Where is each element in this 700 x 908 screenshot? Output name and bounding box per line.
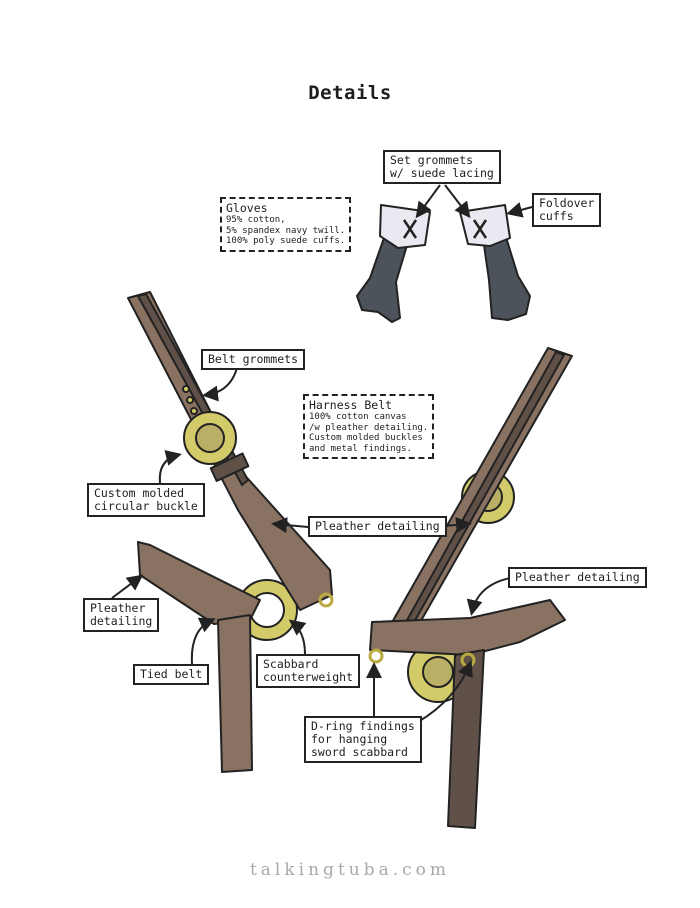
label-pleather-right: Pleather detailing [508,567,647,588]
leader-arrows [111,184,533,723]
note-line: /w pleather detailing. [309,422,429,433]
label-tied-belt: Tied belt [133,664,210,685]
label-line: detailing [90,614,153,628]
label-line: D-ring findings [311,719,415,733]
label-belt-grommets: Belt grommets [201,349,306,370]
label-d-ring: D-ring findings for hanging sword scabba… [304,716,422,763]
note-gloves: Gloves 95% cotton, 5% spandex navy twill… [220,197,352,252]
right-harness [368,347,573,829]
note-line: 100% poly suede cuffs. [226,236,346,246]
left-glove [356,204,431,323]
label-line: Custom molded [94,486,185,500]
label-line: circular buckle [94,499,198,513]
note-heading: Harness Belt [309,398,393,412]
label-line: Foldover [539,196,595,210]
label-line: counterweight [263,670,354,684]
label-line: Set grommets [390,153,474,167]
label-scabbard-counterweight: Scabbard counterweight [256,654,361,688]
label-custom-buckle: Custom molded circular buckle [87,483,205,517]
note-heading: Gloves [226,201,268,215]
label-line: cuffs [539,209,574,223]
note-line: Custom molded buckles [309,433,423,443]
label-line: Pleather [90,601,146,615]
note-harness-belt: Harness Belt 100% cotton canvas /w pleat… [303,394,435,459]
label-line: Scabbard [263,657,319,671]
label-pleather-left: Pleather detailing [83,598,160,632]
note-line: and metal findings. [309,443,412,454]
footer-watermark: talkingtuba.com [249,860,451,880]
label-line: w/ suede lacing [390,166,494,180]
note-line: 95% cotton, [226,215,286,225]
note-line: 5% spandex navy twill. [226,225,346,236]
label-line: sword scabbard [311,745,408,759]
label-line: for hanging [311,732,388,746]
label-pleather-center: Pleather detailing [308,516,447,537]
right-glove [459,204,531,321]
note-line: 100% cotton canvas [309,412,407,422]
page-title: Details [308,82,392,104]
label-set-grommets: Set grommets w/ suede lacing [383,150,501,184]
label-foldover-cuffs: Foldover cuffs [532,193,602,227]
